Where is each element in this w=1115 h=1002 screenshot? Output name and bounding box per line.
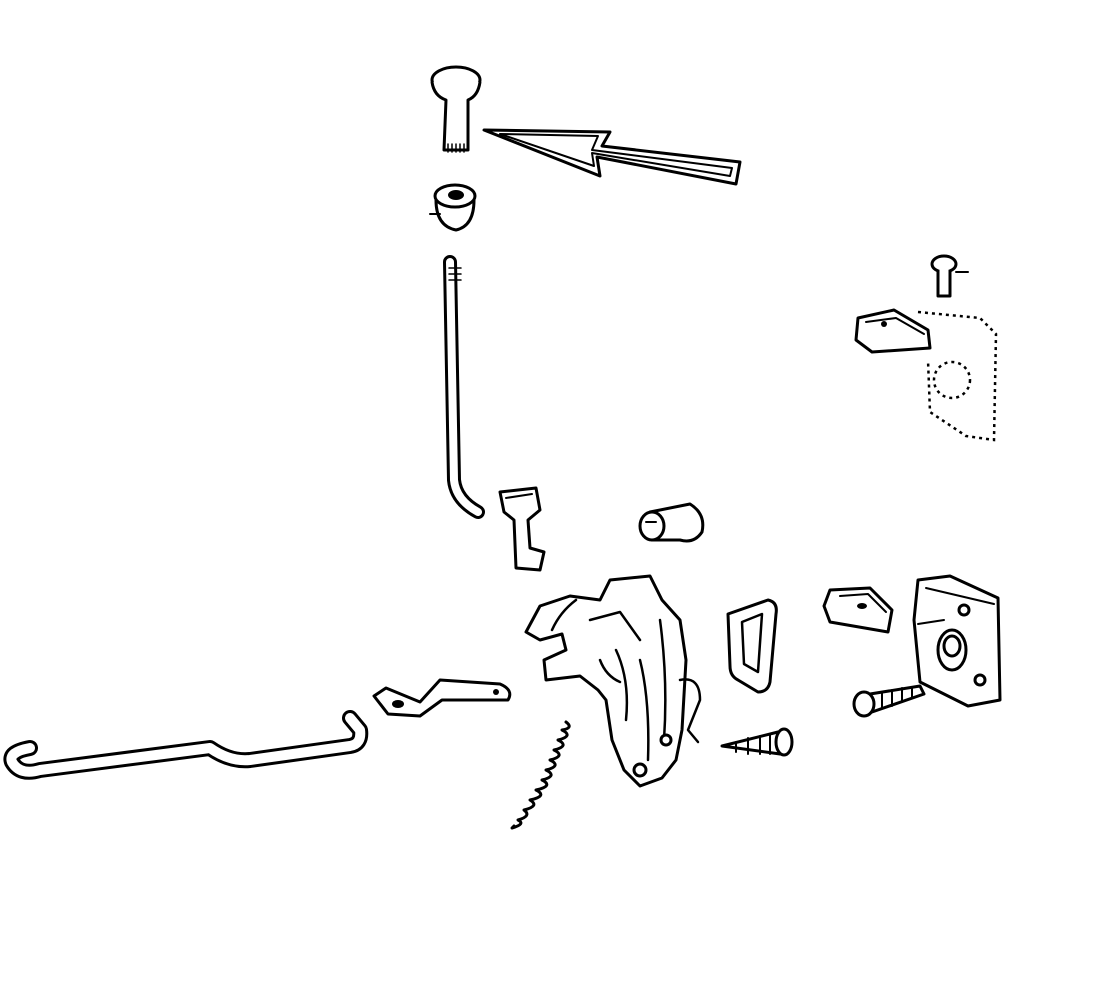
bushing [638, 502, 705, 543]
lock-knob [430, 65, 482, 153]
gasket-frame [726, 598, 778, 694]
spring [510, 720, 571, 830]
handle-rod [3, 710, 369, 780]
bell-crank-lever [372, 678, 512, 718]
rod-clip [498, 486, 546, 572]
pointer-arrow [482, 128, 742, 186]
striker-screw [852, 684, 926, 718]
upper-striker-bracket [854, 308, 998, 442]
latch-screw [720, 727, 794, 757]
wedge-block [822, 586, 894, 634]
lock-rod [443, 255, 485, 519]
bracket-screw [930, 254, 969, 298]
latch-assembly [524, 574, 702, 788]
striker-plate [912, 574, 1002, 708]
grommet [429, 183, 477, 232]
